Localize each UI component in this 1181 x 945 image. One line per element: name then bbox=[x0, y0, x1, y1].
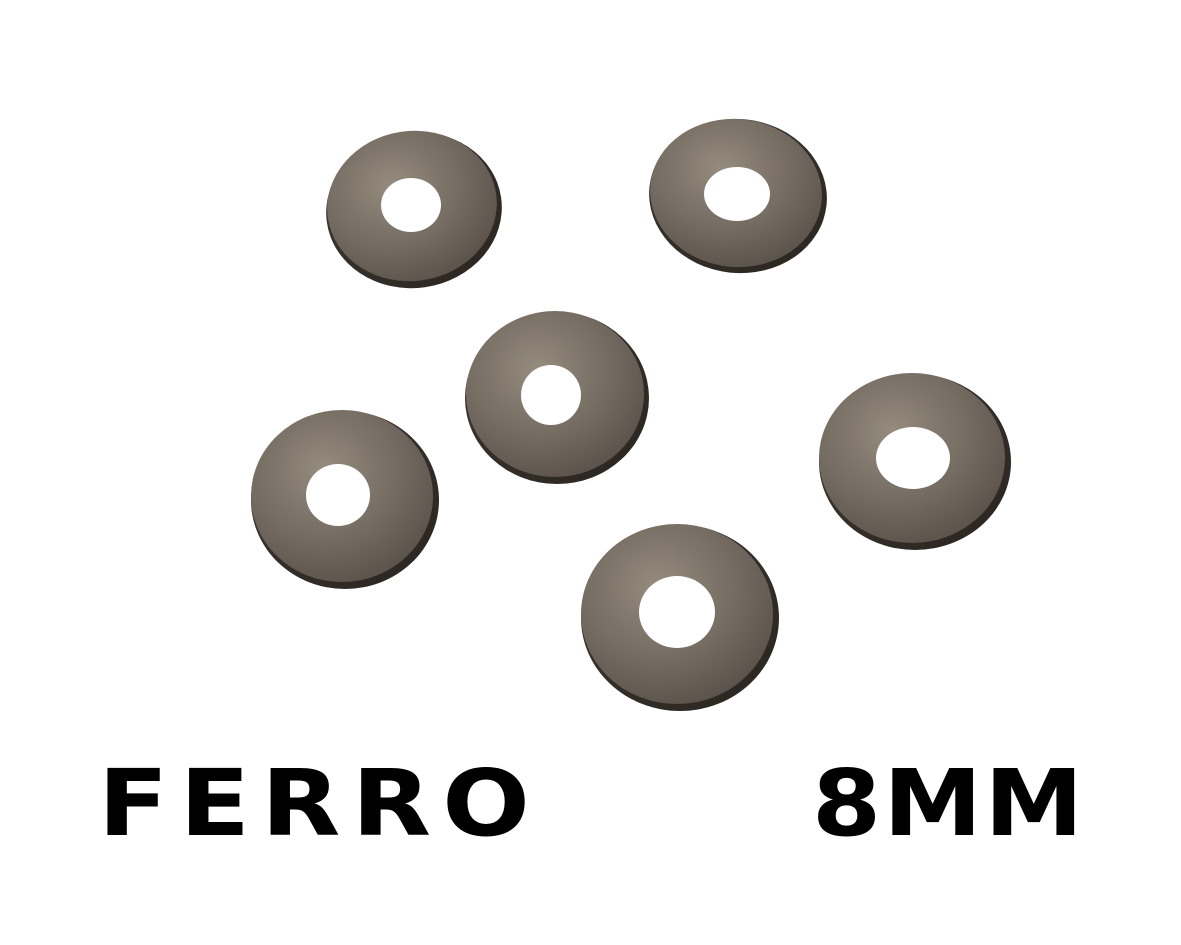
size-label: 8MM bbox=[812, 750, 1086, 857]
washer-right bbox=[819, 373, 1011, 550]
washer-top-left bbox=[326, 130, 502, 289]
washer-hole bbox=[381, 178, 441, 232]
washer-bottom bbox=[581, 524, 779, 711]
washer-top-right bbox=[649, 118, 827, 274]
washer-hole bbox=[639, 576, 715, 648]
washer-hole bbox=[521, 365, 581, 425]
material-label: FERRO bbox=[98, 750, 542, 857]
washer-center bbox=[465, 311, 649, 484]
washer-left bbox=[251, 410, 439, 589]
washer-hole bbox=[704, 167, 770, 221]
washer-hole bbox=[876, 427, 950, 489]
washer-hole bbox=[306, 464, 370, 526]
